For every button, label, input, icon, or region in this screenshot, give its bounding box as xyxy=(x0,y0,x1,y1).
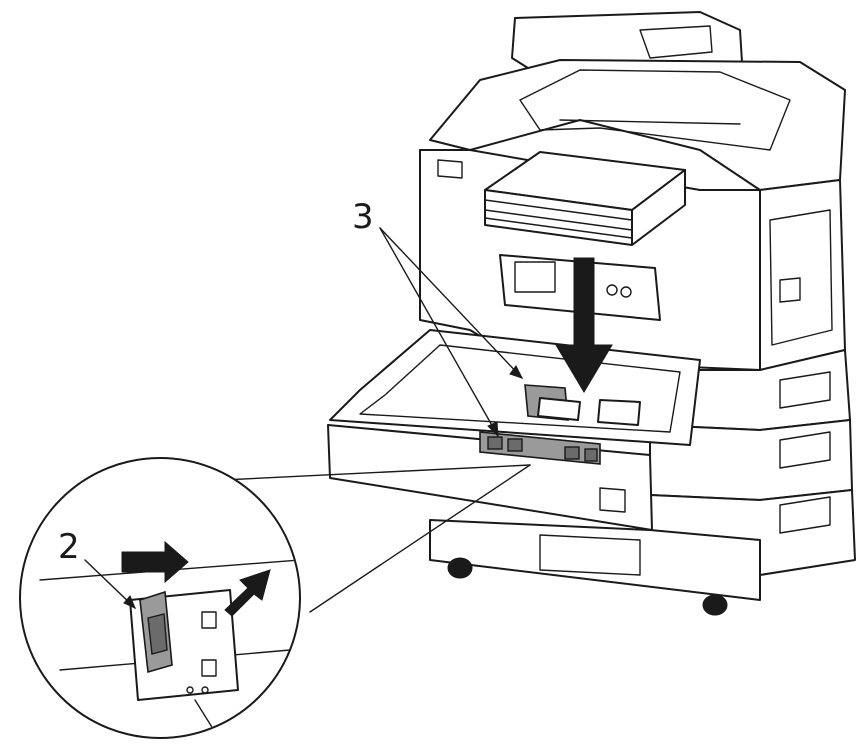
insert-down-arrow-icon xyxy=(555,257,613,393)
tray-handle xyxy=(779,371,831,409)
paper-stack-insert xyxy=(484,151,686,393)
leader-line xyxy=(379,227,499,437)
tray-handle xyxy=(779,431,831,469)
front-latch xyxy=(437,159,463,179)
inset-lock-lever-shade xyxy=(147,613,168,655)
inset-screw xyxy=(201,686,209,694)
callout-3-leaders xyxy=(379,227,523,438)
lift-up-arrow-icon xyxy=(224,569,271,617)
guide-slot xyxy=(487,436,503,450)
paper-sheet-line xyxy=(484,199,633,221)
zoom-line-top xyxy=(221,464,531,481)
leader-line xyxy=(379,227,523,379)
caster-wheel xyxy=(447,557,473,579)
paper-sheet-line xyxy=(484,209,633,231)
base-handle xyxy=(539,534,641,576)
inset-slot xyxy=(201,659,217,677)
paper-guide-right xyxy=(597,399,641,426)
tray-front-label xyxy=(599,487,626,513)
paper-guide-rear-tab xyxy=(537,397,581,421)
guide-slot xyxy=(584,448,598,462)
printer-handle-recess xyxy=(639,25,713,59)
printer-side-panel xyxy=(759,179,846,371)
inset-screw xyxy=(186,686,194,694)
printer-base xyxy=(429,519,761,601)
paper-sheet-line xyxy=(484,217,633,239)
paper-stack-side xyxy=(631,169,686,246)
tray-handle xyxy=(779,496,831,534)
control-panel-display xyxy=(514,261,556,293)
side-door xyxy=(769,209,833,346)
callout-label-2: 2 xyxy=(58,527,80,567)
leader-arrowhead-icon xyxy=(123,595,136,609)
control-button xyxy=(606,284,618,296)
inset-slot xyxy=(201,611,217,629)
callout-label-3: 3 xyxy=(352,197,374,237)
slide-right-arrow-icon xyxy=(121,540,189,584)
caster-wheel xyxy=(702,594,728,616)
guide-slot xyxy=(564,446,580,460)
open-paper-tray xyxy=(327,329,701,531)
output-tray-line xyxy=(559,119,741,125)
leader-arrowhead-icon xyxy=(487,421,499,438)
lower-tray-units xyxy=(429,349,856,616)
output-tray xyxy=(519,69,791,151)
side-latch xyxy=(779,277,801,303)
detail-inset xyxy=(19,457,301,739)
zoom-connector xyxy=(221,464,531,613)
control-button xyxy=(620,286,632,298)
tray-inner-floor xyxy=(359,344,681,433)
zoom-line-bottom xyxy=(309,464,531,613)
guide-slot xyxy=(507,438,523,452)
leader-arrowhead-icon xyxy=(509,365,523,379)
